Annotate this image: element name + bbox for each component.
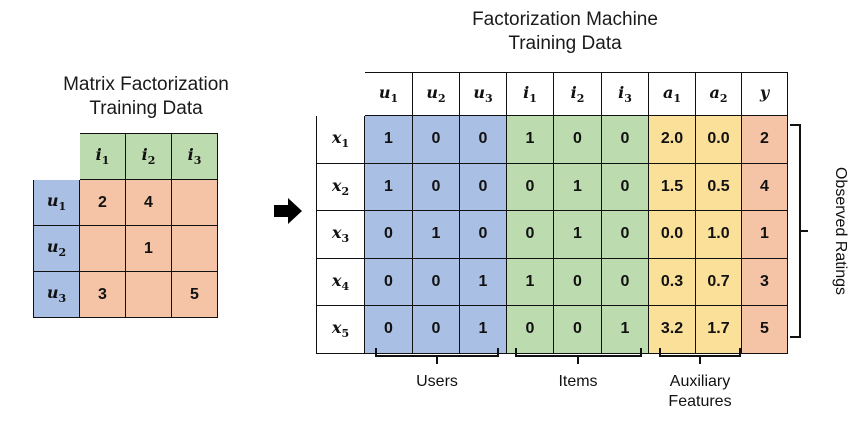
fm-corner bbox=[316, 72, 365, 116]
fm-cell: 0 bbox=[364, 305, 413, 354]
fm-cell: 0 bbox=[506, 305, 554, 354]
mf-row: u2 1 bbox=[33, 225, 218, 272]
fm-cell: 0 bbox=[553, 305, 602, 354]
fm-row-header: x2 bbox=[316, 162, 365, 211]
fm-cell: 1 bbox=[741, 210, 788, 259]
fm-cell: 0 bbox=[364, 210, 413, 259]
fm-cell: 1 bbox=[459, 257, 507, 306]
mf-cell: 3 bbox=[79, 271, 126, 318]
users-brace bbox=[375, 348, 499, 364]
observed-ratings-label: Observed Ratings bbox=[832, 166, 849, 296]
fm-cell: 0 bbox=[506, 162, 554, 211]
fm-title-line-2: Training Data bbox=[508, 33, 622, 54]
fm-cell: 0 bbox=[601, 115, 649, 164]
fm-cell: 1.5 bbox=[648, 162, 696, 211]
fm-cell: 1 bbox=[364, 115, 413, 164]
fm-cell: 1.0 bbox=[695, 210, 742, 259]
fm-cell: 1 bbox=[601, 305, 649, 354]
right-arrow-icon bbox=[274, 198, 302, 224]
fm-title: Factorization Machine Training Data bbox=[400, 8, 730, 56]
fm-cell: 0.0 bbox=[695, 115, 742, 164]
mf-row: u1 2 4 bbox=[33, 179, 218, 226]
fm-row-header: x1 bbox=[316, 115, 365, 164]
fm-col-header: y bbox=[741, 72, 788, 116]
fm-cell: 0.5 bbox=[695, 162, 742, 211]
mf-row-header: u2 bbox=[33, 225, 80, 272]
mf-cell bbox=[171, 179, 218, 226]
items-brace bbox=[515, 348, 642, 364]
fm-cell: 2 bbox=[741, 115, 788, 164]
fm-cell: 4 bbox=[741, 162, 788, 211]
fm-cell: 3 bbox=[741, 257, 788, 306]
mf-cell: 4 bbox=[125, 179, 172, 226]
mf-row-header: u1 bbox=[33, 179, 80, 226]
fm-cell: 0 bbox=[601, 210, 649, 259]
fm-cell: 1.7 bbox=[695, 305, 742, 354]
mf-row: u3 3 5 bbox=[33, 271, 218, 318]
mf-cell: 2 bbox=[79, 179, 126, 226]
fm-row-header: x5 bbox=[316, 305, 365, 354]
mf-matrix: i1 i2 i3 u1 2 4 u2 1 u3 3 5 bbox=[33, 133, 218, 318]
aux-brace bbox=[659, 348, 741, 364]
mf-cell bbox=[171, 225, 218, 272]
mf-cell bbox=[125, 271, 172, 318]
fm-col-header: i2 bbox=[553, 72, 602, 116]
mf-title-line-1: Matrix Factorization bbox=[63, 74, 229, 95]
mf-corner bbox=[33, 133, 80, 180]
fm-cell: 1 bbox=[364, 162, 413, 211]
fm-cell: 0 bbox=[412, 162, 460, 211]
observed-brace bbox=[790, 124, 808, 338]
fm-cell: 0 bbox=[553, 257, 602, 306]
fm-title-line-1: Factorization Machine bbox=[472, 9, 658, 30]
fm-cell: 0.0 bbox=[648, 210, 696, 259]
mf-cell: 5 bbox=[171, 271, 218, 318]
fm-cell: 0 bbox=[601, 257, 649, 306]
fm-cell: 3.2 bbox=[648, 305, 696, 354]
items-label: Items bbox=[558, 373, 598, 390]
mf-col-header: i3 bbox=[171, 133, 218, 180]
fm-cell: 1 bbox=[412, 210, 460, 259]
aux-label: Auxiliary Features bbox=[668, 373, 732, 410]
mf-col-header: i2 bbox=[125, 133, 172, 180]
fm-col-header: a1 bbox=[648, 72, 696, 116]
mf-title: Matrix Factorization Training Data bbox=[30, 73, 262, 121]
fm-col-header: u1 bbox=[364, 72, 413, 116]
fm-cell: 0.3 bbox=[648, 257, 696, 306]
fm-cell: 0 bbox=[412, 305, 460, 354]
users-label: Users bbox=[416, 373, 458, 390]
fm-col-header: a2 bbox=[695, 72, 742, 116]
fm-row-header: x4 bbox=[316, 257, 365, 306]
fm-cell: 5 bbox=[741, 305, 788, 354]
fm-row-header: x3 bbox=[316, 210, 365, 259]
fm-cell: 0 bbox=[459, 162, 507, 211]
fm-col-header: u3 bbox=[459, 72, 507, 116]
fm-cell: 0 bbox=[553, 115, 602, 164]
fm-cell: 1 bbox=[506, 115, 554, 164]
fm-cell: 1 bbox=[459, 305, 507, 354]
fm-cell: 1 bbox=[506, 257, 554, 306]
mf-cell: 1 bbox=[125, 225, 172, 272]
fm-col-header: i1 bbox=[506, 72, 554, 116]
mf-title-line-2: Training Data bbox=[89, 98, 203, 119]
fm-cell: 0 bbox=[412, 115, 460, 164]
fm-cell: 2.0 bbox=[648, 115, 696, 164]
fm-cell: 0 bbox=[459, 115, 507, 164]
fm-cell: 0 bbox=[412, 257, 460, 306]
fm-cell: 0 bbox=[459, 210, 507, 259]
fm-col-header: i3 bbox=[601, 72, 649, 116]
